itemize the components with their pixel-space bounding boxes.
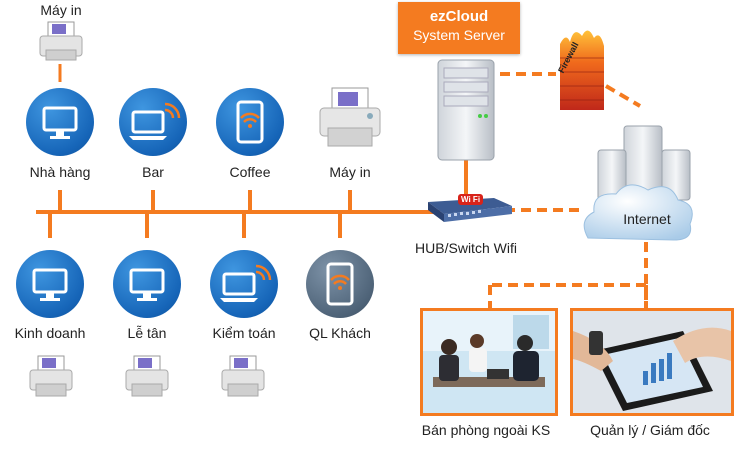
- monitor-icon: [42, 106, 78, 139]
- node-label-le-tan: Lễ tân: [127, 325, 167, 341]
- server-icon[interactable]: [434, 58, 498, 167]
- server-title: ezCloud: [429, 8, 489, 25]
- wifi-badge: Wi Fi: [458, 194, 484, 205]
- node-label-kiem-toan: Kiểm toán: [212, 325, 276, 341]
- top-printer-label: Máy in: [40, 2, 82, 18]
- printer-icon: [124, 354, 170, 405]
- node-coffee[interactable]: [216, 88, 284, 156]
- internet-cloud-icon[interactable]: [578, 120, 698, 255]
- node-le-tan[interactable]: [113, 250, 181, 318]
- printer-icon: [220, 354, 266, 405]
- laptop-wifi-icon: [129, 102, 181, 140]
- node-ql-khach[interactable]: [306, 250, 374, 318]
- printer-icon: [28, 354, 74, 405]
- tablet-wifi-icon: [326, 262, 354, 306]
- node-kinh-doanh[interactable]: [16, 250, 84, 318]
- tablet-wifi-icon: [236, 100, 264, 144]
- hub-label: HUB/Switch Wifi: [415, 240, 517, 256]
- node-label-bar: Bar: [142, 164, 164, 180]
- monitor-icon: [129, 268, 165, 301]
- server-title-box: ezCloud System Server: [398, 2, 520, 54]
- server-subtitle: System Server: [413, 27, 505, 43]
- printer-icon[interactable]: [316, 84, 384, 159]
- firewall-icon: [556, 24, 608, 117]
- laptop-wifi-icon: [220, 264, 272, 302]
- node-nha-hang[interactable]: [26, 88, 94, 156]
- photo-label-ban-phong: Bán phòng ngoài KS: [421, 422, 551, 438]
- node-kiem-toan[interactable]: [210, 250, 278, 318]
- node-label-ql-khach: QL Khách: [309, 325, 371, 341]
- node-label-nha-hang: Nhà hàng: [29, 164, 91, 180]
- printer-icon: [38, 20, 84, 69]
- monitor-icon: [32, 268, 68, 301]
- hub-switch-icon[interactable]: Wi Fi: [424, 192, 514, 231]
- photo-quan-ly: [570, 308, 734, 416]
- node-label-kinh-doanh: Kinh doanh: [14, 325, 86, 341]
- photo-label-quan-ly: Quản lý / Giám đốc: [590, 422, 710, 438]
- node-label-may-in: Máy in: [329, 164, 371, 180]
- node-label-coffee: Coffee: [229, 164, 271, 180]
- photo-ban-phong: [420, 308, 558, 416]
- internet-label: Internet: [623, 211, 671, 227]
- node-bar[interactable]: [119, 88, 187, 156]
